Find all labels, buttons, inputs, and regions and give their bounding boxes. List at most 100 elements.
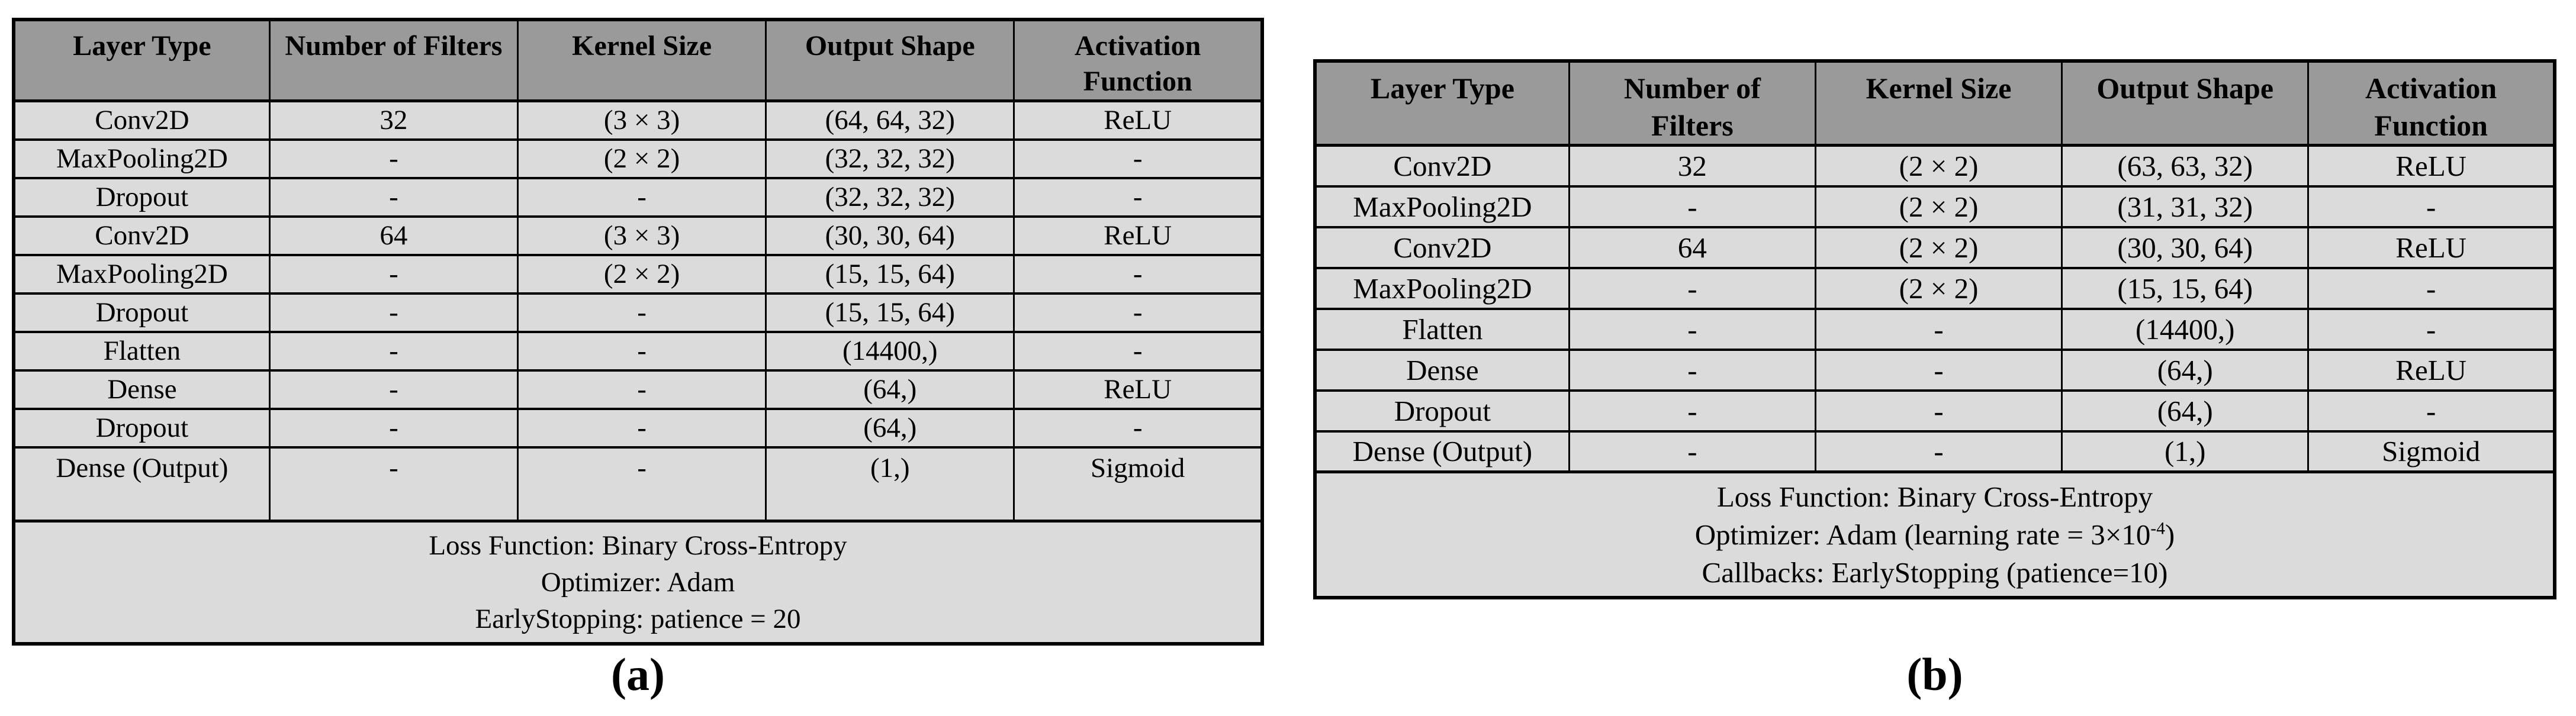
table-cell: - — [1013, 253, 1263, 295]
column-header: Number of Filters — [268, 18, 519, 102]
table-cell: - — [1568, 307, 1816, 351]
table-cell: - — [1814, 307, 2063, 351]
table-row: Dense (Output)--(1,)Sigmoid — [12, 446, 1263, 523]
table-cell: - — [1814, 348, 2063, 392]
table-cell: (31, 31, 32) — [2061, 185, 2310, 228]
table-row: Dropout--(64,)- — [1314, 389, 2556, 433]
table-cell: - — [268, 446, 519, 523]
table-row: Dropout--(32, 32, 32)- — [12, 176, 1263, 218]
table-cell: Sigmoid — [2307, 430, 2556, 473]
table-cell: ReLU — [2307, 348, 2556, 392]
table-cell: (64,) — [2061, 348, 2310, 392]
table-cell: Flatten — [1314, 307, 1570, 351]
table-cell: - — [516, 330, 767, 372]
table-cell: (2 × 2) — [1814, 266, 2063, 310]
table-cell: 32 — [268, 99, 519, 141]
subfigure-label-a: (a) — [611, 649, 665, 700]
table-cell: MaxPooling2D — [1314, 266, 1570, 310]
table-cell: (2 × 2) — [516, 138, 767, 179]
table-cell: (15, 15, 64) — [765, 253, 1015, 295]
table-cell: Dropout — [12, 176, 271, 218]
column-header: Activation Function — [2307, 60, 2556, 147]
footer-cell: Loss Function: Binary Cross-Entropy Opti… — [1314, 470, 2556, 599]
table-cell: (1,) — [765, 446, 1015, 523]
table-cell: 64 — [268, 215, 519, 256]
table-cell: (2 × 2) — [1814, 185, 2063, 228]
table-cell: - — [1013, 176, 1263, 218]
table-cell: MaxPooling2D — [1314, 185, 1570, 228]
table-cell: (3 × 3) — [516, 99, 767, 141]
table-cell: - — [1568, 389, 1816, 433]
table-cell: (64,) — [765, 369, 1015, 410]
table-cell: Dropout — [1314, 389, 1570, 433]
optimizer-line: Optimizer: Adam (learning rate = 3×10-4) — [1317, 516, 2553, 554]
table-cell: ReLU — [1013, 99, 1263, 141]
table-cell: - — [1013, 138, 1263, 179]
table-cell: - — [2307, 389, 2556, 433]
table-cell: Sigmoid — [1013, 446, 1263, 523]
table-cell: - — [1013, 330, 1263, 372]
table-cell: - — [1568, 430, 1816, 473]
table-cell: (15, 15, 64) — [765, 292, 1015, 333]
table-cell: (14400,) — [765, 330, 1015, 372]
table-cell: (2 × 2) — [1814, 225, 2063, 269]
table-cell: (3 × 3) — [516, 215, 767, 256]
table-cell: (63, 63, 32) — [2061, 144, 2310, 188]
table-cell: Conv2D — [12, 99, 271, 141]
table-cell: MaxPooling2D — [12, 138, 271, 179]
table-cell: (14400,) — [2061, 307, 2310, 351]
table-cell: ReLU — [2307, 225, 2556, 269]
table-row: MaxPooling2D-(2 × 2)(32, 32, 32)- — [12, 138, 1263, 179]
table-row: Dropout--(64,)- — [12, 407, 1263, 449]
table-cell: (64,) — [2061, 389, 2310, 433]
table-cell: - — [516, 369, 767, 410]
table-cell: (32, 32, 32) — [765, 176, 1015, 218]
optimizer-line-text: Optimizer: Adam (learning rate = 3×10 — [1694, 518, 2151, 551]
table-cell: (64,) — [765, 407, 1015, 449]
table-cell: - — [516, 446, 767, 523]
table-cell: - — [516, 176, 767, 218]
table-cell: - — [2307, 307, 2556, 351]
footer-row: Loss Function: Binary Cross-Entropy Opti… — [1314, 470, 2556, 599]
table-cell: Dropout — [12, 292, 271, 333]
table-cell: Conv2D — [12, 215, 271, 256]
column-header: Activation Function — [1013, 18, 1263, 102]
table-cell: - — [268, 407, 519, 449]
table-b-footer: Loss Function: Binary Cross-Entropy Opti… — [1314, 470, 2556, 599]
table-cell: - — [2307, 266, 2556, 310]
callbacks-line: Callbacks: EarlyStopping (patience=10) — [1702, 556, 2168, 589]
early-stopping-line: EarlyStopping: patience = 20 — [475, 604, 801, 634]
loss-function-line: Loss Function: Binary Cross-Entropy — [429, 530, 847, 561]
table-cell: Dense — [1314, 348, 1570, 392]
optimizer-line-close: ) — [2165, 518, 2175, 551]
table-cell: - — [268, 138, 519, 179]
table-cell: 64 — [1568, 225, 1816, 269]
table-cell: (1,) — [2061, 430, 2310, 473]
table-cell: - — [268, 253, 519, 295]
table-cell: Dropout — [12, 407, 271, 449]
table-cell: Dense (Output) — [1314, 430, 1570, 473]
table-cell: - — [268, 176, 519, 218]
table-cell: - — [268, 292, 519, 333]
table-row: Dense--(64,)ReLU — [1314, 348, 2556, 392]
column-header: Number of Filters — [1568, 60, 1816, 147]
table-cell: (30, 30, 64) — [2061, 225, 2310, 269]
table-cell: - — [1568, 266, 1816, 310]
table-row: Dense (Output)--(1,)Sigmoid — [1314, 430, 2556, 473]
column-header: Layer Type — [1314, 60, 1570, 147]
table-cell: - — [1013, 407, 1263, 449]
subfigure-label-b: (b) — [1906, 649, 1963, 700]
table-cell: ReLU — [1013, 369, 1263, 410]
